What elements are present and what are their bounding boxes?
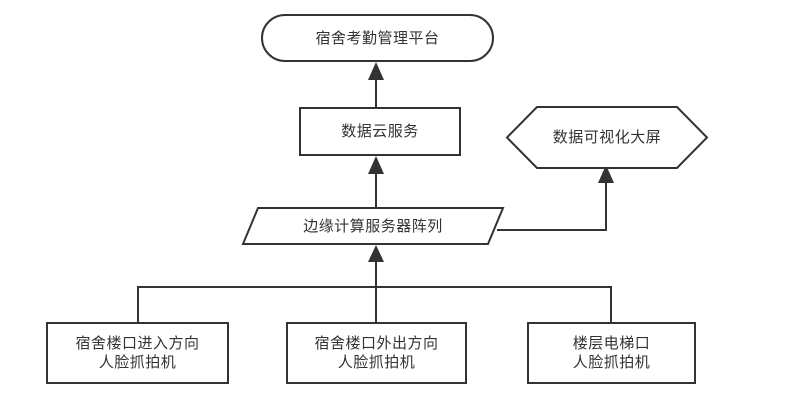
node-shape-stadium-platform[interactable] bbox=[261, 14, 494, 62]
node-shape-rect-cloud-service[interactable] bbox=[299, 107, 461, 156]
edge-cloud-to-platform bbox=[368, 62, 384, 108]
node-cloud-service[interactable] bbox=[300, 108, 460, 155]
edge-array-to-screen bbox=[497, 165, 614, 231]
node-shape-rect-camera-elevator[interactable] bbox=[527, 322, 696, 384]
edge-array-to-cloud bbox=[368, 156, 384, 208]
node-shape-rect-camera-in[interactable] bbox=[46, 322, 229, 384]
edge-cameras-to-array bbox=[137, 245, 612, 323]
node-edge-array[interactable] bbox=[243, 208, 503, 244]
node-shape-parallelogram-edge-array[interactable] bbox=[241, 207, 505, 245]
node-shape-rect-camera-out[interactable] bbox=[286, 322, 467, 384]
node-camera-in[interactable] bbox=[47, 323, 228, 383]
node-shape-hexagon-visual-screen[interactable] bbox=[505, 106, 709, 169]
node-platform[interactable] bbox=[262, 15, 493, 61]
node-camera-elevator[interactable] bbox=[528, 323, 695, 383]
node-camera-out[interactable] bbox=[287, 323, 466, 383]
node-visual-screen[interactable] bbox=[507, 107, 707, 168]
